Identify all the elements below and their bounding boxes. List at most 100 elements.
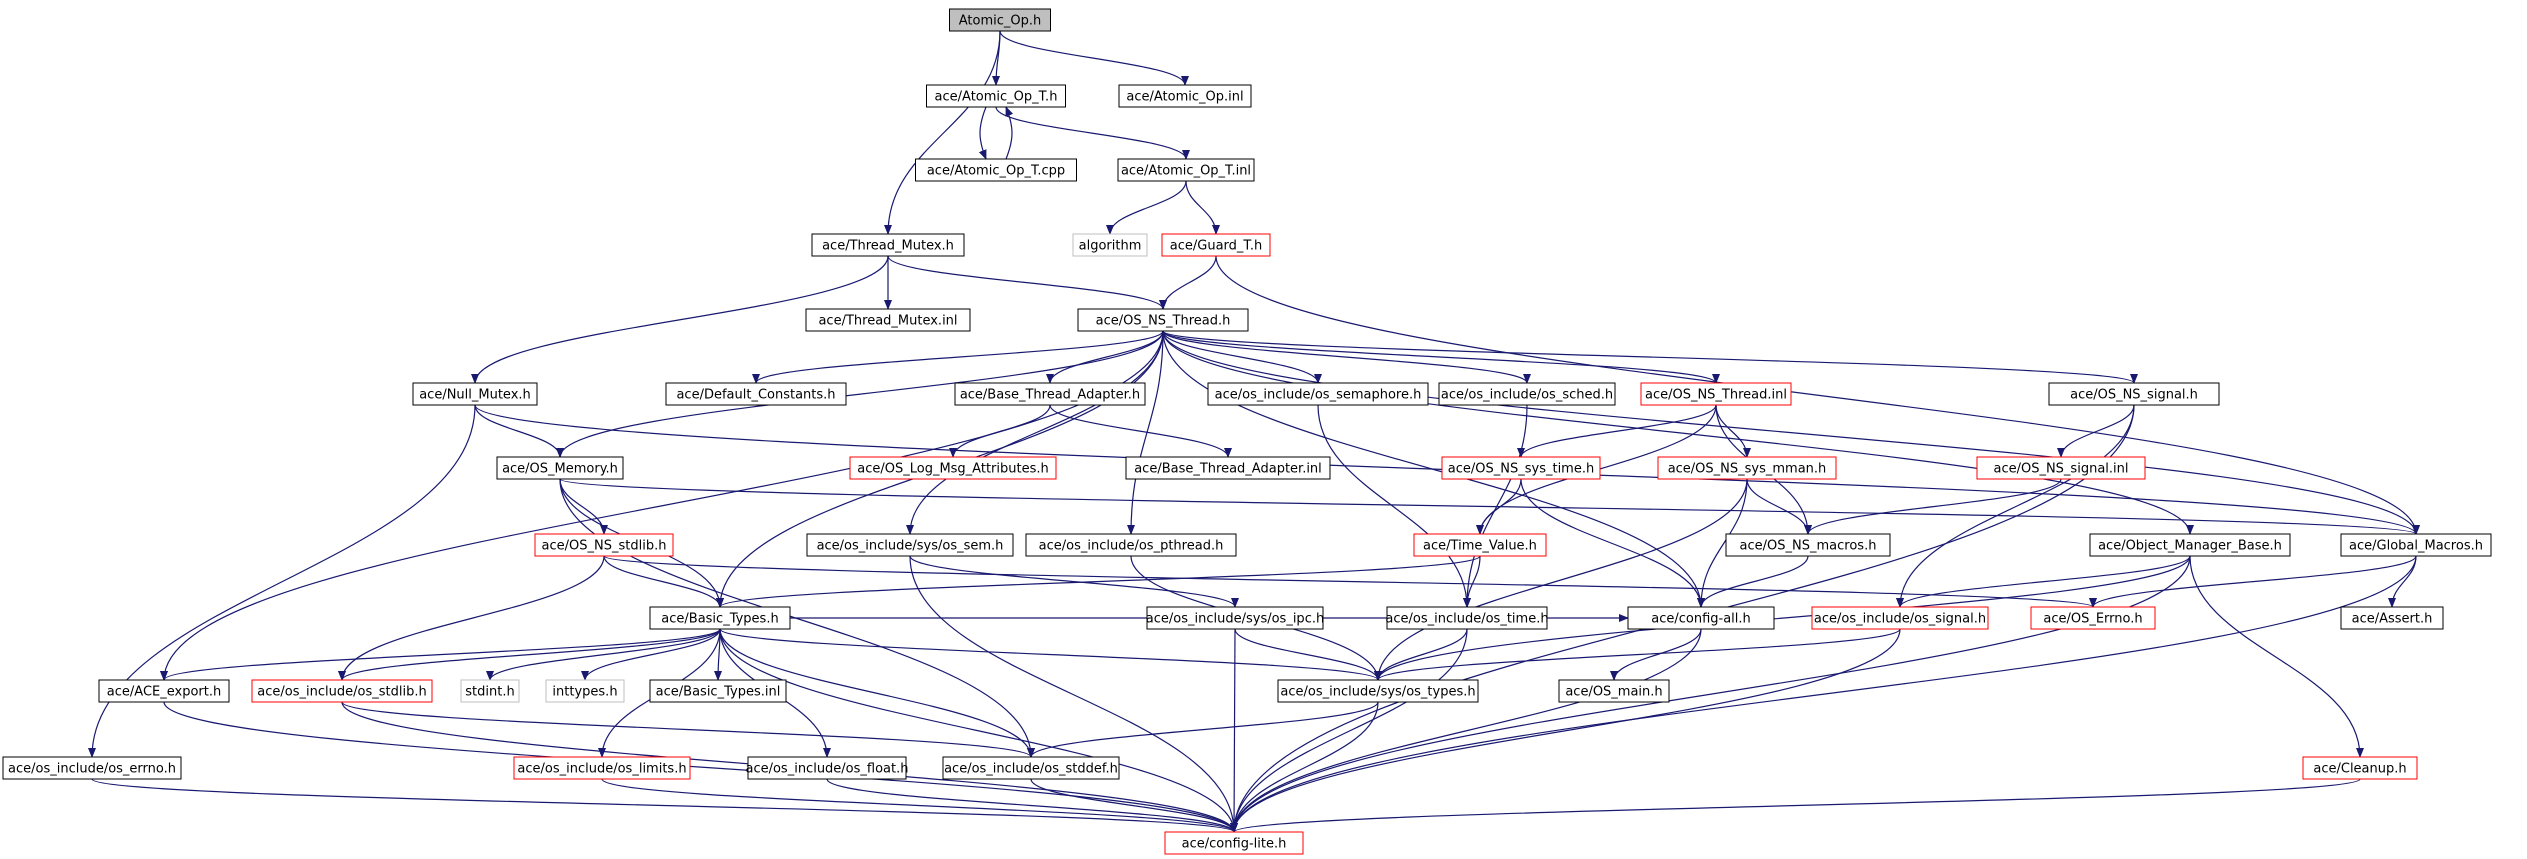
edge-ace-os-memory-h-to-ace-os-ns-stdlib-h (559, 478, 608, 535)
edge-ace-os-ns-macros-h-to-ace-config-all-h (1697, 555, 1809, 608)
node-label: ace/OS_Errno.h (2043, 612, 2142, 627)
node-ace-global-macros-h[interactable]: ace/Global_Macros.h (2340, 533, 2492, 557)
edge-ace-config-all-h-to-ace-os-main-h (1610, 628, 1702, 681)
edge-ace-os-ns-thread-h-to-ace-os-ns-thread-inl (1162, 330, 1720, 384)
node-ace-atomic-op-inl[interactable]: ace/Atomic_Op.inl (1118, 84, 1252, 108)
node-ace-os-ns-signal-inl[interactable]: ace/OS_NS_signal.inl (1976, 456, 2146, 480)
node-ace-os-ns-macros-h[interactable]: ace/OS_NS_macros.h (1725, 533, 1891, 557)
edge-ace-os-ns-signal-h-to-ace-os-ns-signal-inl (2057, 404, 2135, 458)
node-ace-os-ns-sys-mman-h[interactable]: ace/OS_NS_sys_mman.h (1657, 456, 1837, 480)
node-ace-os-include-os-limits-h[interactable]: ace/os_include/os_limits.h (513, 756, 691, 780)
edge-ace-os-ns-stdlib-h-to-ace-os-include-os-stdlib-h (338, 555, 605, 681)
node-ace-time-value-h[interactable]: ace/Time_Value.h (1413, 533, 1547, 557)
node-ace-os-include-sys-os-ipc-h[interactable]: ace/os_include/sys/os_ipc.h (1146, 606, 1324, 630)
node-label: ace/os_include/os_semaphore.h (1215, 388, 1422, 403)
node-ace-os-include-os-pthread-h[interactable]: ace/os_include/os_pthread.h (1025, 533, 1237, 557)
node-ace-os-include-os-float-h[interactable]: ace/os_include/os_float.h (745, 756, 909, 780)
node-label: ace/OS_NS_Thread.inl (1645, 388, 1787, 403)
node-ace-os-ns-sys-time-h[interactable]: ace/OS_NS_sys_time.h (1441, 456, 1601, 480)
edge-ace-atomic-op-t-cpp-to-ace-atomic-op-t-h (1005, 106, 1014, 160)
node-ace-os-include-os-time-h[interactable]: ace/os_include/os_time.h (1385, 606, 1549, 630)
edge-ace-object-manager-base-h-to-ace-os-include-os-signal-h (1896, 555, 2191, 608)
edge-ace-os-ns-sys-time-h-to-ace-config-all-h (1520, 478, 1705, 608)
node-ace-os-ns-signal-h[interactable]: ace/OS_NS_signal.h (2048, 382, 2220, 406)
node-ace-atomic-op-t-cpp[interactable]: ace/Atomic_Op_T.cpp (915, 158, 1077, 182)
node-ace-ace-export-h[interactable]: ace/ACE_export.h (98, 679, 230, 703)
node-label: ace/Guard_T.h (1170, 239, 1262, 254)
edge-ace-os-ns-stdlib-h-to-ace-basic-types-h (603, 555, 724, 608)
node-ace-guard-t-h[interactable]: ace/Guard_T.h (1161, 233, 1271, 257)
node-ace-os-include-os-stddef-h[interactable]: ace/os_include/os_stddef.h (942, 756, 1120, 780)
node-label: ace/Object_Manager_Base.h (2098, 539, 2282, 554)
node-ace-os-memory-h[interactable]: ace/OS_Memory.h (496, 456, 624, 480)
node-ace-thread-mutex-h[interactable]: ace/Thread_Mutex.h (811, 233, 965, 257)
node-ace-base-thread-adapter-h[interactable]: ace/Base_Thread_Adapter.h (954, 382, 1146, 406)
node-label: ace/config-all.h (1651, 612, 1751, 627)
node-ace-atomic-op-t-h[interactable]: ace/Atomic_Op_T.h (926, 84, 1066, 108)
node-ace-config-all-h[interactable]: ace/config-all.h (1627, 606, 1775, 630)
edge-ace-global-macros-h-to-ace-config-lite-h (1230, 555, 2417, 833)
node-box (1725, 533, 1891, 557)
node-box (926, 84, 1066, 108)
node-ace-assert-h[interactable]: ace/Assert.h (2340, 606, 2444, 630)
node-ace-os-include-sys-os-sem-h[interactable]: ace/os_include/sys/os_sem.h (806, 533, 1014, 557)
node-box (954, 382, 1146, 406)
node-box (1277, 679, 1479, 703)
node-box (1118, 84, 1252, 108)
node-box (1640, 382, 1792, 406)
node-label: ace/Atomic_Op_T.cpp (927, 164, 1065, 179)
node-ace-os-errno-h[interactable]: ace/OS_Errno.h (2030, 606, 2156, 630)
node-label: ace/Default_Constants.h (676, 388, 835, 403)
edge-ace-os-ns-thread-inl-to-ace-os-ns-sys-mman-h (1715, 404, 1751, 458)
edge-ace-basic-types-h-to-ace-os-include-os-stddef-h (719, 628, 1035, 758)
node-ace-os-ns-stdlib-h[interactable]: ace/OS_NS_stdlib.h (534, 533, 674, 557)
node-ace-os-include-os-stdlib-h[interactable]: ace/os_include/os_stdlib.h (251, 679, 433, 703)
node-box (2340, 533, 2492, 557)
node-box (2302, 756, 2418, 780)
edge-ace-os-ns-stdlib-h-to-ace-os-errno-h (603, 555, 2097, 608)
edge-ace-os-include-sys-os-sem-h-to-ace-config-lite-h (909, 555, 1238, 833)
node-ace-atomic-op-t-inl[interactable]: ace/Atomic_Op_T.inl (1117, 158, 1255, 182)
node-box (2, 756, 182, 780)
node-ace-thread-mutex-inl[interactable]: ace/Thread_Mutex.inl (805, 308, 971, 332)
node-ace-default-constants-h[interactable]: ace/Default_Constants.h (665, 382, 847, 406)
node-ace-os-include-os-semaphore-h[interactable]: ace/os_include/os_semaphore.h (1207, 382, 1429, 406)
node-ace-os-ns-thread-inl[interactable]: ace/OS_NS_Thread.inl (1640, 382, 1792, 406)
node-box (1811, 606, 1989, 630)
node-ace-os-include-os-signal-h[interactable]: ace/os_include/os_signal.h (1811, 606, 1989, 630)
node-ace-os-include-os-errno-h[interactable]: ace/os_include/os_errno.h (2, 756, 182, 780)
node-box (2048, 382, 2220, 406)
node-ace-cleanup-h[interactable]: ace/Cleanup.h (2302, 756, 2418, 780)
edge-ace-os-ns-thread-h-to-ace-default-constants-h (752, 330, 1164, 384)
edge-ace-os-ns-thread-inl-to-ace-os-ns-sys-time-h (1517, 404, 1717, 458)
node-label: ace/ACE_export.h (107, 685, 221, 700)
edge-ace-basic-types-h-to-ace-config-lite-h (719, 628, 1238, 833)
node-box (513, 756, 691, 780)
node-ace-basic-types-h[interactable]: ace/Basic_Types.h (649, 606, 791, 630)
node-ace-object-manager-base-h[interactable]: ace/Object_Manager_Base.h (2089, 533, 2291, 557)
node-box (1438, 382, 1616, 406)
node-label: inttypes.h (552, 685, 617, 700)
edge-ace-os-ns-thread-h-to-ace-os-memory-h (556, 330, 1164, 458)
node-ace-os-include-os-sched-h[interactable]: ace/os_include/os_sched.h (1438, 382, 1616, 406)
node-ace-config-lite-h[interactable]: ace/config-lite.h (1164, 831, 1304, 855)
edge-ace-os-include-os-stddef-h-to-ace-config-lite-h (1030, 778, 1238, 833)
node-box (1627, 606, 1775, 630)
node-ace-os-log-msg-attributes-h[interactable]: ace/OS_Log_Msg_Attributes.h (849, 456, 1057, 480)
node-ace-os-ns-thread-h[interactable]: ace/OS_NS_Thread.h (1077, 308, 1249, 332)
node-box (545, 679, 625, 703)
node-ace-basic-types-inl[interactable]: ace/Basic_Types.inl (649, 679, 787, 703)
edge-ace-os-memory-h-to-ace-global-macros-h (559, 478, 2420, 535)
node-label: ace/OS_Memory.h (502, 462, 618, 477)
node-algorithm: algorithm (1072, 233, 1148, 257)
edge-ace-os-include-sys-os-ipc-h-to-ace-os-include-sys-os-types-h (1234, 628, 1382, 681)
edge-ace-os-ns-thread-h-to-ace-os-ns-signal-h (1162, 330, 2138, 384)
node-ace-os-include-sys-os-types-h[interactable]: ace/os_include/sys/os_types.h (1277, 679, 1479, 703)
node-label: ace/Atomic_Op.inl (1126, 90, 1243, 105)
node-box (806, 533, 1014, 557)
node-ace-os-main-h[interactable]: ace/OS_main.h (1558, 679, 1670, 703)
node-ace-null-mutex-h[interactable]: ace/Null_Mutex.h (412, 382, 538, 406)
node-ace-base-thread-adapter-inl[interactable]: ace/Base_Thread_Adapter.inl (1125, 456, 1331, 480)
node-box (1386, 606, 1548, 630)
